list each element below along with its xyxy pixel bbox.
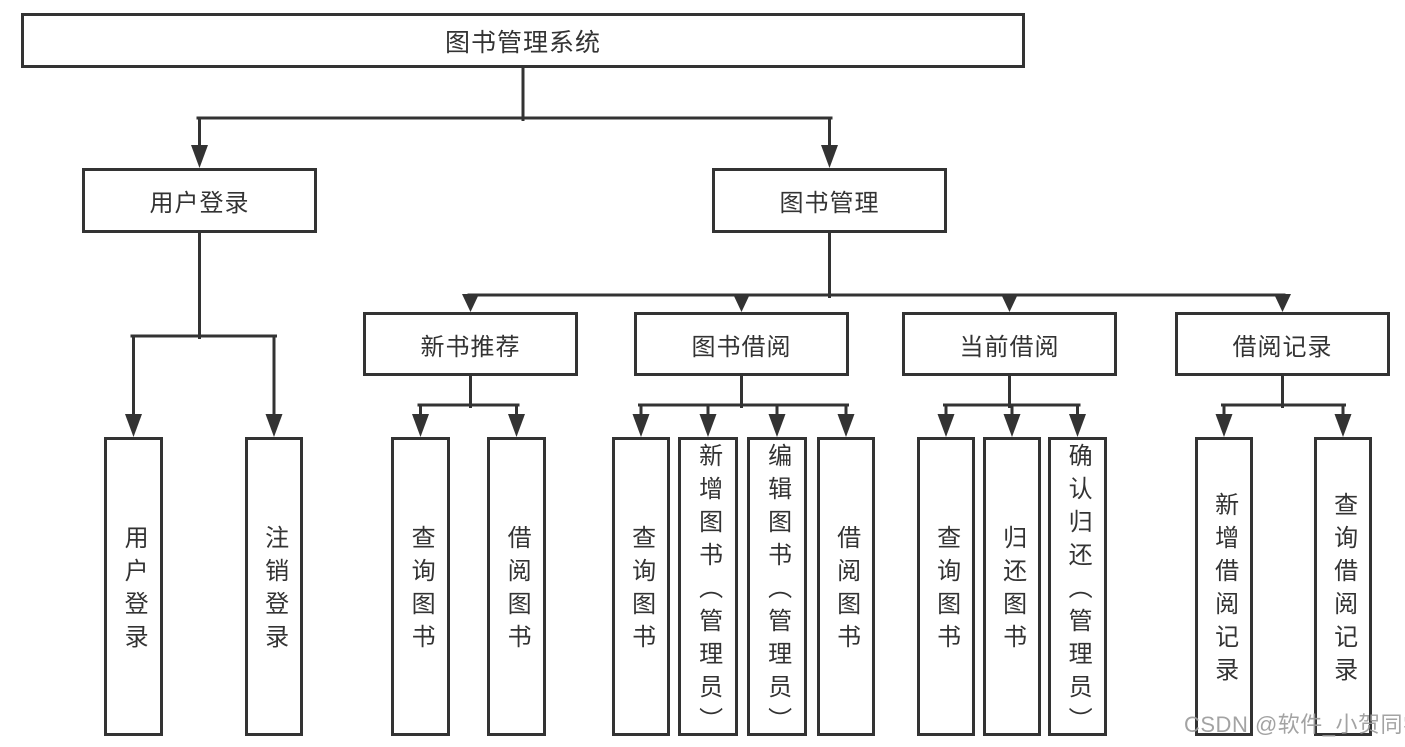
edge-user-login-to-leaves: [125, 231, 283, 437]
edge-current-borrow-to-leaves: [937, 374, 1086, 437]
node-leaf-borrow-book-under-borrowing: 借阅图书: [817, 437, 875, 736]
node-leaf-query-book-under-current-label: 查询图书: [932, 525, 960, 657]
node-leaf-query-book-under-borrowing: 查询图书: [612, 437, 670, 736]
watermark-text: CSDN @软件_小贺同学: [1184, 712, 1405, 737]
node-book-borrowing-label: 图书借阅: [691, 333, 792, 361]
node-leaf-add-book-admin-label: 新增图书（管理员）: [694, 442, 722, 740]
node-book-borrowing: 图书借阅: [634, 312, 849, 376]
node-leaf-user-login-label: 用户登录: [120, 525, 148, 657]
node-leaf-logout-label: 注销登录: [260, 525, 288, 657]
node-borrowing-records-label: 借阅记录: [1232, 333, 1333, 361]
node-leaf-query-book-under-borrowing-label: 查询图书: [627, 525, 655, 657]
node-borrowing-records: 借阅记录: [1175, 312, 1390, 376]
node-leaf-edit-book-admin: 编辑图书（管理员）: [747, 437, 807, 740]
node-root-system-label: 图书管理系统: [444, 28, 601, 57]
node-current-borrowing-label: 当前借阅: [959, 333, 1060, 361]
node-leaf-query-borrow-record-label: 查询借阅记录: [1329, 492, 1357, 690]
node-new-book-recommendation: 新书推荐: [363, 312, 578, 376]
edge-borrow-record-to-leaves: [1215, 374, 1352, 437]
edge-root-to-level2: [191, 64, 838, 168]
node-leaf-confirm-return-admin-label: 确认归还（管理员）: [1064, 442, 1092, 740]
node-leaf-return-book: 归还图书: [983, 437, 1041, 736]
node-leaf-user-login: 用户登录: [104, 437, 163, 736]
node-leaf-borrow-book-under-borrowing-label: 借阅图书: [832, 525, 860, 657]
edge-book-mgmt-to-level3: [462, 230, 1291, 312]
node-user-login-group-label: 用户登录: [149, 190, 250, 217]
node-user-login-group: 用户登录: [82, 168, 317, 233]
node-leaf-add-borrow-record-label: 新增借阅记录: [1210, 492, 1238, 690]
node-leaf-borrow-book-under-new-book: 借阅图书: [487, 437, 546, 736]
node-leaf-add-borrow-record: 新增借阅记录: [1195, 437, 1253, 736]
node-book-management: 图书管理: [712, 168, 947, 233]
node-leaf-query-book-under-new-book-label: 查询图书: [407, 525, 435, 657]
edge-new-book-to-leaves: [412, 374, 525, 437]
node-leaf-query-book-under-current: 查询图书: [917, 437, 975, 736]
node-leaf-query-borrow-record: 查询借阅记录: [1314, 437, 1372, 736]
node-leaf-return-book-label: 归还图书: [998, 525, 1026, 657]
node-current-borrowing: 当前借阅: [902, 312, 1117, 376]
node-leaf-add-book-admin: 新增图书（管理员）: [678, 437, 738, 740]
node-leaf-query-book-under-new-book: 查询图书: [391, 437, 450, 736]
node-leaf-confirm-return-admin: 确认归还（管理员）: [1048, 437, 1107, 740]
node-leaf-borrow-book-under-new-book-label: 借阅图书: [503, 525, 531, 657]
edge-book-borrow-to-leaves: [632, 374, 855, 437]
node-book-management-label: 图书管理: [779, 190, 880, 217]
node-new-book-recommendation-label: 新书推荐: [420, 333, 521, 361]
node-leaf-logout: 注销登录: [245, 437, 303, 736]
node-leaf-edit-book-admin-label: 编辑图书（管理员）: [763, 442, 791, 740]
node-root-system: 图书管理系统: [21, 13, 1025, 68]
